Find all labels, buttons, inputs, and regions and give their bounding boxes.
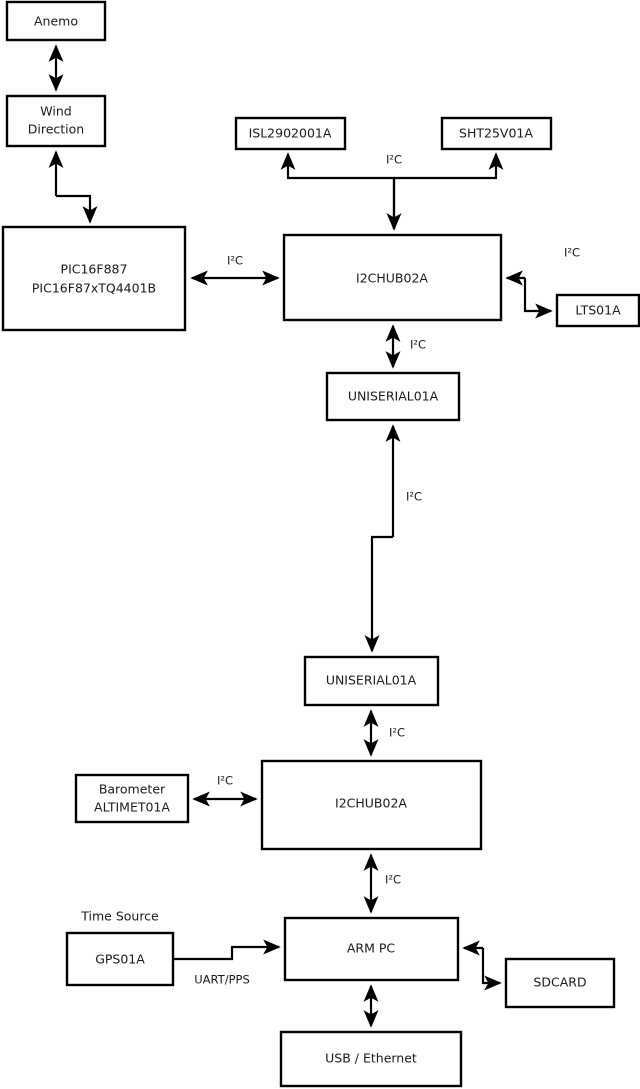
- node-wind-direction[interactable]: Wind Direction: [5, 94, 107, 148]
- node-sdcard-label: SDCARD: [533, 975, 586, 990]
- edge-label-i2c-hub-uniserial1: I²C: [410, 338, 426, 352]
- node-uniserial01a-lower-label: UNISERIAL01A: [326, 673, 417, 688]
- node-i2chub02a-top-label: I2CHUB02A: [356, 271, 428, 286]
- node-wind-direction-label-line1: Wind: [40, 104, 71, 119]
- node-anemo[interactable]: Anemo: [5, 0, 107, 42]
- label-time-source: Time Source: [80, 909, 159, 924]
- node-lts01a-label: LTS01A: [575, 303, 621, 318]
- edge-label-i2c-pic-hub: I²C: [227, 254, 243, 268]
- edge-label-i2c-uniserial2-hub: I²C: [389, 726, 405, 740]
- node-usb-ethernet[interactable]: USB / Ethernet: [279, 1030, 463, 1088]
- node-gps01a-label: GPS01A: [95, 952, 145, 967]
- edge-label-i2c-hub-armpc: I²C: [385, 873, 401, 887]
- node-pic-mcu-label-line2: PIC16F87xTQ4401B: [32, 281, 156, 296]
- edge-label-uart-pps: UART/PPS: [194, 973, 250, 987]
- edge-label-i2c-hub-lts: I²C: [564, 246, 580, 260]
- node-isl2902001a[interactable]: ISL2902001A: [234, 116, 347, 151]
- node-arm-pc[interactable]: ARM PC: [283, 916, 460, 982]
- node-lts01a[interactable]: LTS01A: [555, 293, 640, 328]
- node-barometer-label-line2: ALTIMET01A: [94, 800, 170, 815]
- edge-label-i2c-baro-hub: I²C: [217, 774, 233, 788]
- node-pic-mcu[interactable]: PIC16F887 PIC16F87xTQ4401B: [1, 225, 187, 332]
- node-i2chub02a-top[interactable]: I2CHUB02A: [282, 233, 503, 322]
- node-uniserial01a-lower[interactable]: UNISERIAL01A: [303, 655, 440, 707]
- node-pic-mcu-label-line1: PIC16F887: [61, 262, 128, 277]
- node-uniserial01a-upper[interactable]: UNISERIAL01A: [325, 371, 461, 422]
- edges-layer: [48, 44, 553, 1028]
- node-barometer-label-line1: Barometer: [99, 782, 166, 797]
- node-wind-direction-label-line2: Direction: [28, 122, 84, 137]
- edge-hub-top-to-sensor-bus: [280, 152, 396, 229]
- node-sdcard[interactable]: SDCARD: [504, 957, 616, 1009]
- node-anemo-label: Anemo: [34, 14, 78, 29]
- node-sht25v01a[interactable]: SHT25V01A: [440, 116, 553, 151]
- node-arm-pc-label: ARM PC: [347, 941, 396, 956]
- labels-layer: Time Source I²C I²C I²C I²C I²C I²C I²C …: [80, 153, 580, 987]
- edge-arm-pc-sdcard-step: [481, 948, 502, 991]
- node-gps01a[interactable]: GPS01A: [65, 931, 175, 987]
- edge-gps-to-arm-pc: [173, 939, 281, 961]
- edge-hub-top-to-lts-step: [523, 278, 553, 319]
- edge-label-i2c-uniserial-link: I²C: [406, 490, 422, 504]
- node-i2chub02a-bottom[interactable]: I2CHUB02A: [260, 759, 483, 851]
- node-isl2902001a-label: ISL2902001A: [249, 126, 332, 141]
- node-sht25v01a-label: SHT25V01A: [459, 126, 533, 141]
- node-usb-ethernet-label: USB / Ethernet: [325, 1051, 417, 1066]
- edge-wind-direction-to-pic-step: [56, 194, 98, 224]
- edge-uniserial-link-step: [364, 535, 393, 653]
- edge-sensor-bus-to-sht: [394, 152, 504, 180]
- node-uniserial01a-upper-label: UNISERIAL01A: [348, 389, 439, 404]
- node-i2chub02a-bottom-label: I2CHUB02A: [335, 796, 407, 811]
- edge-label-i2c-hub-sensors: I²C: [386, 153, 402, 167]
- node-barometer[interactable]: Barometer ALTIMET01A: [74, 773, 190, 824]
